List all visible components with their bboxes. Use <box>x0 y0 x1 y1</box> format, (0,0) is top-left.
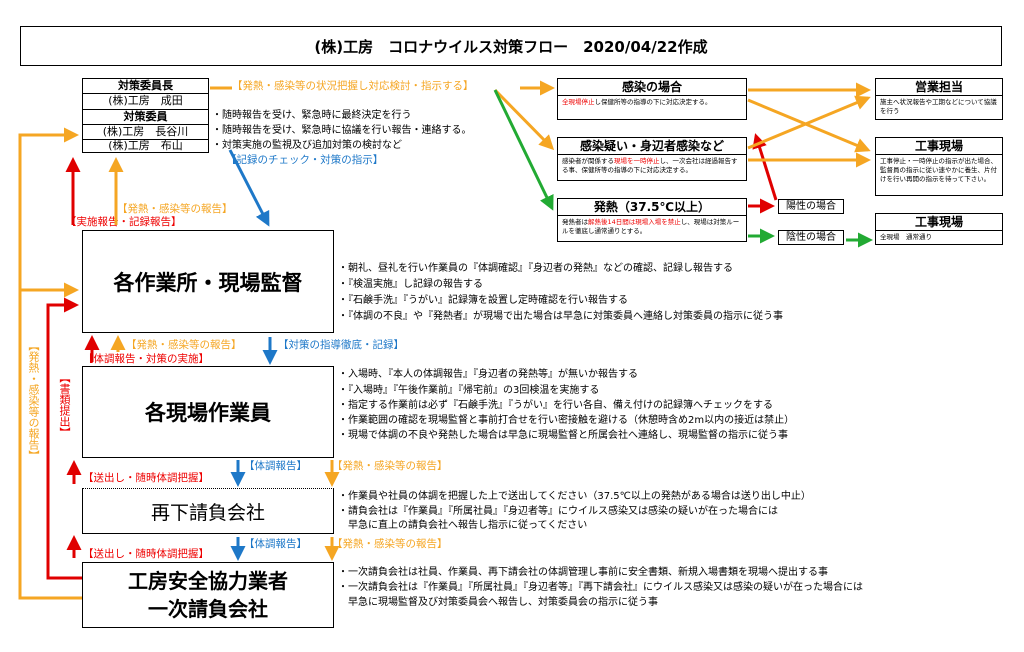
subcontractor-note-3: 早急に直上の請負会社へ報告し指示に従ってください <box>338 520 588 531</box>
arrow-cases-to-right <box>747 82 871 168</box>
sales-title: 営業担当 <box>876 79 1002 96</box>
label-report-fever-4: 【発熱・感染等の報告】 <box>332 538 448 550</box>
case-infection-red: 全現場停止 <box>562 98 595 106</box>
case-suspected-red: 現場を一時停止 <box>614 157 660 165</box>
label-body-report-2: 【体調報告】 <box>244 538 307 550</box>
committee-head-label: 対策委員長 <box>118 79 173 92</box>
label-report-fever-1: 【発熱・感染等の報告】 <box>117 203 233 215</box>
label-body-report-1: 【体調報告】 <box>244 460 307 472</box>
label-report-fever-2: 【発熱・感染等の報告】 <box>126 339 242 351</box>
committee-member-label: 対策委員 <box>123 110 168 123</box>
supervisor-note-4: ・『体調の不良』や『発熱者』が現場で出た場合は早急に対策委員へ連絡し対策委員の指… <box>338 311 783 322</box>
label-report-fever-3: 【発熱・感染等の報告】 <box>332 460 448 472</box>
supervisor-note-3: ・『石鹸手洗』『うがい』記録簿を設置し定時確認を行い報告する <box>338 295 628 306</box>
committee-box: 対策委員長 (株)工房 成田 対策委員 (株)工房 長谷川 (株)工房 布山 <box>82 78 209 153</box>
arrow-record-check <box>228 149 270 227</box>
arrow-left-orange-loop <box>18 127 82 600</box>
level-site-supervisor: 各作業所・現場監督 <box>82 230 334 333</box>
arrow-green-fever <box>493 89 873 248</box>
committee-note-2: ・随時報告を受け、緊急時に協議を行い報告・連絡する。 <box>212 125 472 136</box>
level-subcontractor: 再下請負会社 <box>82 488 334 534</box>
level-primary-contractor: 工房安全協力業者 一次請負会社 <box>82 562 334 628</box>
subcontractor-note-1: ・作業員や社員の体調を把握した上で送出してください（37.5℃以上の発熱がある場… <box>338 491 811 502</box>
label-status-check: 【発熱・感染等の状況把握し対応検討・指示する】 <box>232 80 474 92</box>
page-title: (株)工房 コロナウイルス対策フロー 2020/04/22作成 <box>20 26 1002 66</box>
supervisor-note-1: ・朝礼、昼礼を行い作業員の『体調確認』『身辺者の発熱』などの確認、記録し報告する <box>338 263 733 274</box>
case-fever: 発熱（37.5℃以上） 発熱者は解熱後14日間は現場入場を禁止し、現場は対策ルー… <box>557 198 747 242</box>
case-fever-body: 発熱者は解熱後14日間は現場入場を禁止し、現場は対策ルールを徹底し通常通りとする… <box>558 216 746 238</box>
case-suspected-text-a: 感染者が関係する <box>562 157 614 165</box>
committee-member-2: (株)工房 布山 <box>108 139 183 152</box>
site-1-body: 工事停止・一時停止の指示が出た場合、監督員の指示に従い速やかに養生、片付けを行い… <box>880 157 997 183</box>
label-guidance: 【対策の指導徹底・記録】 <box>278 339 404 351</box>
case-infection: 感染の場合 全現場停止し保健所等の指導の下に対応決定する。 <box>557 78 747 120</box>
case-suspected-title: 感染疑い・身辺者感染など <box>558 138 746 155</box>
worker-note-1: ・入場時、『本人の体調報告』『身辺者の発熱等』が無いか報告する <box>338 369 638 380</box>
case-suspected-text-b: し、一次会社は経過報告する事、保健所等の指導の下に対応決定する。 <box>562 157 738 174</box>
primary-name-1: 工房安全協力業者 <box>128 569 288 593</box>
label-doc-submit: 【書類提出】 <box>58 372 71 438</box>
committee-note-1: ・随時報告を受け、緊急時に最終決定を行う <box>212 110 412 121</box>
worker-note-2: ・『入場時』『午後作業前』『帰宅前』の3回検温を実施する <box>338 385 600 396</box>
site-box-2: 工事現場 全現場 通常通り <box>875 213 1003 245</box>
committee-note-3: ・対策実施の監視及び追加対策の検討など <box>212 140 402 151</box>
case-fever-title: 発熱（37.5℃以上） <box>558 199 746 216</box>
primary-note-2: ・一次請負会社は『作業員』『所属社員』『身辺者等』『再下請会社』にウイルス感染又… <box>338 582 863 593</box>
sales-body: 施主へ状況報告や工期などについて協議を行う <box>880 98 997 115</box>
site-box-1: 工事現場 工事停止・一時停止の指示が出た場合、監督員の指示に従い速やかに養生、片… <box>875 137 1003 196</box>
site-2-title: 工事現場 <box>876 214 1002 231</box>
case-fever-text-b: し、現場は対策ルールを徹底し通常通りとする。 <box>562 218 740 235</box>
arrow-status-check <box>210 80 555 151</box>
primary-name-2: 一次請負会社 <box>148 597 268 621</box>
level-site-workers: 各現場作業員 <box>82 366 334 458</box>
case-suspected-body: 感染者が関係する現場を一時停止し、一次会社は経過報告する事、保健所等の指導の下に… <box>558 155 746 177</box>
label-health-report: 【体調報告・対策の実施】 <box>83 353 209 365</box>
case-fever-text-a: 発熱者は <box>562 218 588 226</box>
arrow-red-positive <box>748 133 778 214</box>
label-dispatch-2: 【送出し・随時体調把握】 <box>83 548 209 560</box>
case-fever-red: 解熱後14日間は現場入場を禁止 <box>588 218 681 226</box>
label-record-check: 【記録のチェック・対策の指示】 <box>226 154 384 166</box>
case-infection-text: し保健所等の指導の下に対応決定する。 <box>594 98 712 106</box>
positive-box: 陽性の場合 <box>778 199 844 214</box>
site-1-title: 工事現場 <box>876 138 1002 155</box>
negative-box: 陰性の場合 <box>778 230 844 245</box>
label-impl-report: 【実施報告・記録報告】 <box>66 216 182 228</box>
primary-note-3: 早急に現場監督及び対策委員会へ報告し、対策委員会の指示に従う事 <box>338 597 658 608</box>
label-dispatch-1: 【送出し・随時体調把握】 <box>83 472 209 484</box>
committee-head-name: (株)工房 成田 <box>108 94 183 107</box>
site-2-body: 全現場 通常通り <box>880 233 932 241</box>
primary-note-1: ・一次請負会社は社員、作業員、再下請会社の体調管理し事前に安全書類、新規入場書類… <box>338 567 828 578</box>
case-suspected: 感染疑い・身辺者感染など 感染者が関係する現場を一時停止し、一次会社は経過報告す… <box>557 137 747 181</box>
subcontractor-note-2: ・請負会社は『作業員』『所属社員』『身辺者等』にウイルス感染又は感染の疑いが在っ… <box>338 506 778 517</box>
committee-member-1: (株)工房 長谷川 <box>102 125 189 138</box>
worker-note-3: ・指定する作業前は必ず『石鹸手洗』『うがい』を行い各自、備え付けの記録簿へチェッ… <box>338 400 773 411</box>
case-infection-title: 感染の場合 <box>558 79 746 96</box>
worker-note-5: ・現場で体調の不良や発熱した場合は早急に現場監督と所属会社へ連絡し、現場監督の指… <box>338 430 788 441</box>
case-infection-body: 全現場停止し保健所等の指導の下に対応決定する。 <box>558 96 746 109</box>
sales-box: 営業担当 施主へ状況報告や工期などについて協議を行う <box>875 78 1003 120</box>
supervisor-note-2: ・『検温実施』し記録の報告する <box>338 279 483 290</box>
worker-note-4: ・作業範囲の確認を現場監督と事前打合せを行い密接触を避ける（休憩時含め2m以内の… <box>338 415 795 426</box>
label-left-vertical: 【発熱・感染等の報告】 <box>27 340 40 461</box>
arrow-doc-submit <box>46 297 82 580</box>
